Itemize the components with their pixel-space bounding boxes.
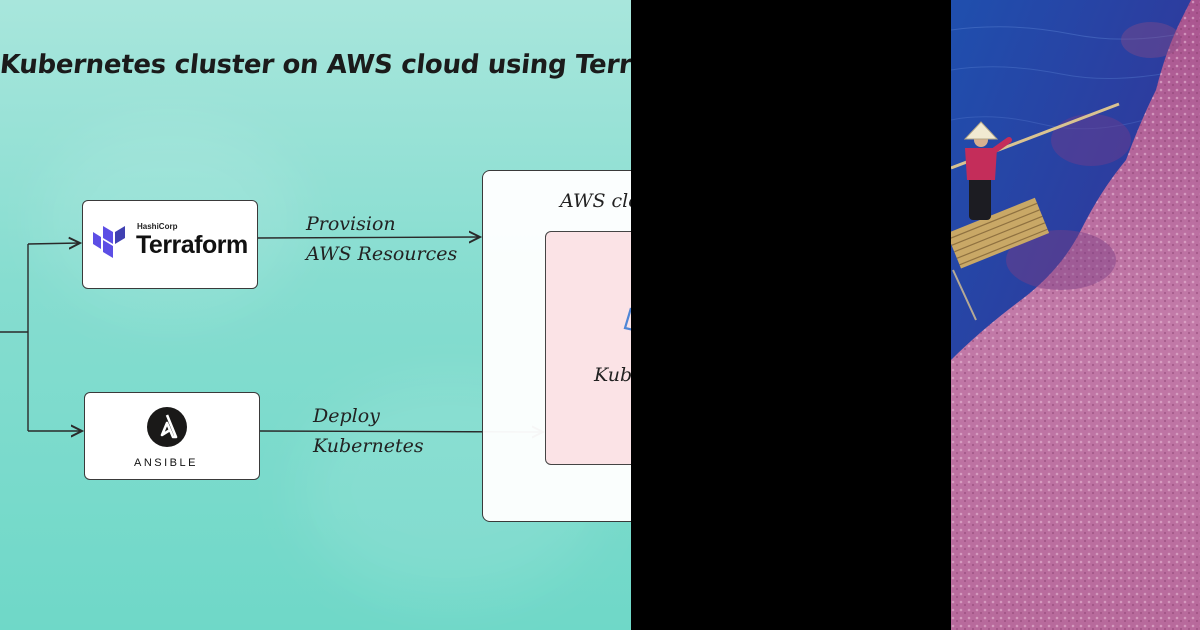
arrow-terraform-to-aws: [256, 237, 480, 238]
edge-label-deploy: Deploy: [313, 405, 380, 427]
terraform-label: Terraform: [136, 231, 248, 259]
kubernetes-cluster-box: [545, 231, 631, 465]
edge-label-kubernetes: Kubernetes: [313, 435, 424, 457]
kubernetes-logo-icon: [623, 307, 631, 331]
kubernetes-label: Kube: [594, 364, 631, 386]
bamboo-raft: [951, 197, 1050, 269]
aws-cloud-label: AWS clou: [560, 190, 631, 212]
arrow-to-terraform: [27, 243, 80, 244]
diagram-panel: Kubernetes cluster on AWS cloud using Te…: [0, 0, 631, 630]
ansible-logo-icon: [147, 407, 187, 447]
hashicorp-label: HashiCorp: [137, 222, 178, 231]
ansible-label: ANSIBLE: [134, 457, 198, 469]
black-separator: [631, 0, 951, 630]
edge-label-provision: Provision: [306, 213, 396, 235]
lake-photo-illustration: [951, 0, 1200, 630]
terraform-logo-icon: [93, 226, 125, 258]
terraform-node: [82, 200, 258, 289]
person-on-raft: [963, 121, 1012, 220]
edge-label-aws-resources: AWS Resources: [306, 243, 458, 265]
lake-photo: [951, 0, 1200, 630]
